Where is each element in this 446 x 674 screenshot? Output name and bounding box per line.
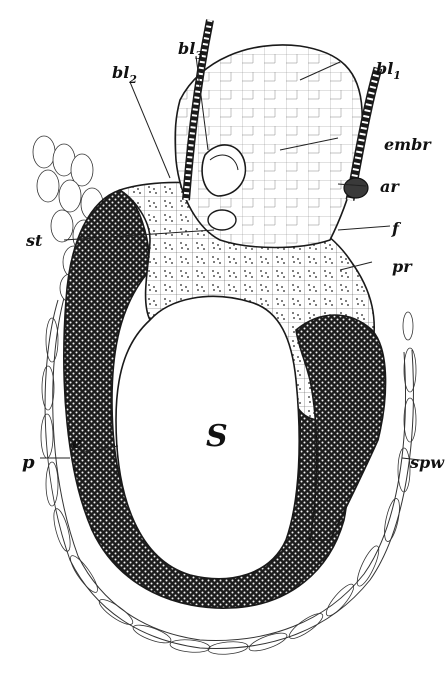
label-S: S: [206, 419, 228, 454]
svg-text:bl2: bl2: [112, 63, 137, 86]
label-bl3-sub: 3: [195, 49, 203, 62]
label-f: f: [391, 219, 402, 238]
label-e: e: [72, 433, 82, 452]
label-bl3: bl: [178, 39, 195, 58]
label-p: p: [22, 452, 35, 473]
label-bl1-sub: 1: [393, 69, 401, 82]
label-ar: ar: [380, 177, 400, 196]
svg-text:bl3: bl3: [178, 39, 203, 62]
label-pr: pr: [392, 257, 413, 276]
label-spw: spw: [409, 453, 445, 472]
label-embr: embr: [384, 135, 432, 154]
label-bl1: bl: [376, 59, 393, 78]
label-bl2: bl: [112, 63, 129, 82]
label-st: st: [25, 231, 43, 250]
archegonium-neck: [344, 178, 368, 198]
label-bl2-sub: 2: [128, 73, 137, 86]
